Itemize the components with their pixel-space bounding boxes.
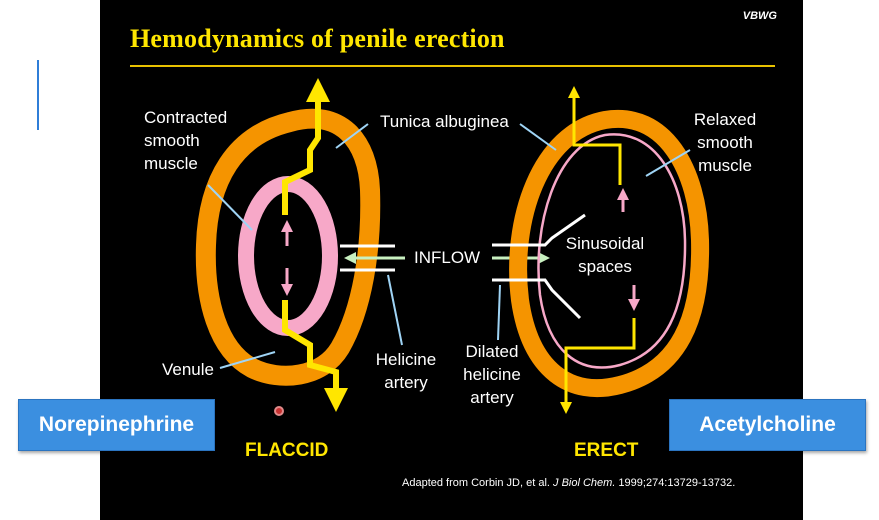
label-sinusoidal-spaces: Sinusoidal spaces	[565, 234, 645, 276]
citation-suffix: 1999;274:13729-13732.	[615, 477, 736, 489]
erect-relaxed-smooth-muscle	[537, 133, 687, 369]
leader-tunica-right	[519, 123, 557, 151]
erect-dilated-helicine-artery-bottom	[492, 278, 582, 320]
label-helicine-artery: Helicine artery	[375, 350, 437, 392]
corner-tag: VBWG	[742, 10, 777, 22]
leader-relaxed-smooth-muscle	[645, 149, 691, 177]
citation-prefix: Adapted from Corbin JD, et al.	[402, 477, 554, 489]
label-venule: Venule	[162, 360, 214, 379]
citation-journal: J Biol Chem.	[553, 477, 616, 489]
norepinephrine-button[interactable]: Norepinephrine	[18, 399, 215, 451]
erect-tunica-albuginea	[509, 109, 710, 398]
flaccid-venous-outflow-top	[282, 78, 330, 215]
leader-contracted-smooth-muscle	[207, 184, 253, 231]
leader-tunica-left	[335, 123, 369, 149]
label-inflow: INFLOW	[414, 248, 481, 267]
flaccid-venous-outflow-bottom	[282, 300, 348, 412]
leader-helicine-artery	[387, 274, 403, 346]
state-erect: ERECT	[574, 440, 639, 461]
slide: VBWG Hemodynamics of penile erection Con…	[100, 0, 803, 520]
label-relaxed-smooth-muscle: Relaxed smooth muscle	[693, 110, 757, 175]
flaccid-tunica-albuginea	[195, 108, 381, 386]
accent-line	[37, 60, 39, 130]
leader-dilated-helicine-artery	[497, 284, 501, 341]
diagram-graphics	[195, 78, 710, 414]
laser-pointer-dot	[274, 406, 284, 416]
state-flaccid: FLACCID	[245, 440, 329, 461]
label-dilated-helicine-artery: Dilated helicine artery	[463, 342, 521, 407]
citation: Adapted from Corbin JD, et al. J Biol Ch…	[402, 477, 735, 489]
acetylcholine-button[interactable]: Acetylcholine	[669, 399, 866, 451]
label-tunica-albuginea: Tunica albuginea	[380, 112, 509, 131]
erect-dilated-helicine-artery-top	[492, 213, 586, 247]
label-contracted-smooth-muscle: Contracted smooth muscle	[144, 108, 228, 173]
title-divider	[130, 65, 775, 67]
leader-venule	[219, 351, 276, 369]
erect-venous-outflow-bottom	[560, 318, 636, 414]
erect-venous-outflow-top	[568, 86, 622, 185]
slide-title: Hemodynamics of penile erection	[130, 24, 505, 53]
